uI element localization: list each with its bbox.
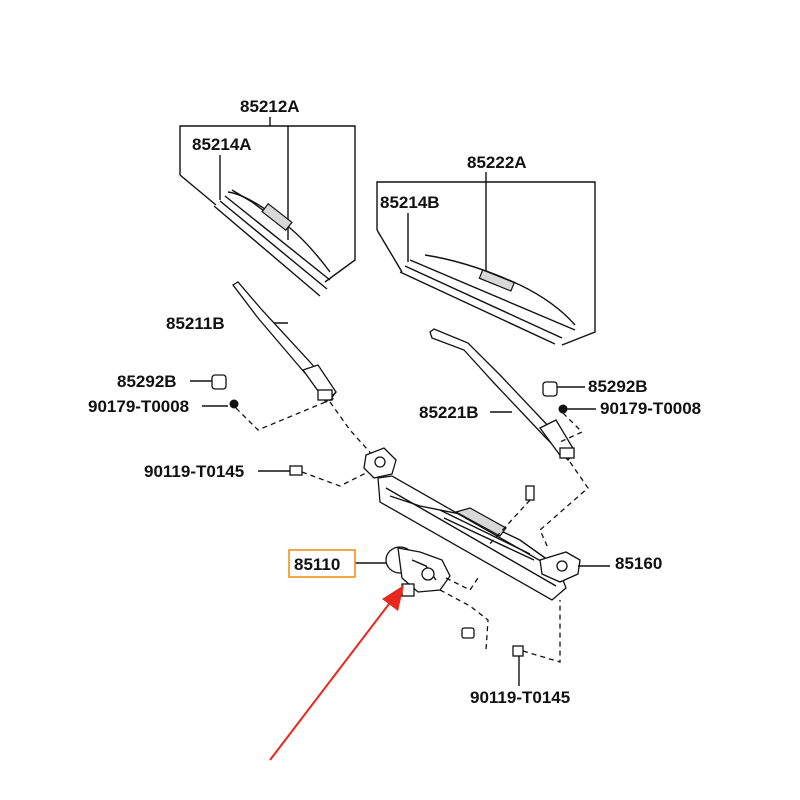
label-85292B-right: 85292B	[588, 377, 648, 396]
linkage-assembly	[363, 447, 610, 601]
blade-right-group	[376, 172, 596, 346]
wiper-arm-right	[429, 328, 575, 461]
label-90119-bottom: 90119-T0145	[470, 688, 570, 707]
label-85212A: 85212A	[240, 97, 300, 116]
bolt-bottom	[512, 600, 561, 686]
bolt-left	[258, 465, 373, 487]
label-85214B: 85214B	[380, 193, 440, 212]
pointer-arrow	[269, 585, 404, 761]
label-85160: 85160	[615, 554, 662, 573]
label-90179-right: 90179-T0008	[600, 399, 701, 418]
label-85221B: 85221B	[419, 403, 479, 422]
label-90179-left: 90179-T0008	[88, 397, 189, 416]
label-85110: 85110	[294, 555, 340, 574]
label-85214A: 85214A	[192, 135, 252, 154]
label-85222A: 85222A	[467, 153, 527, 172]
label-85292B-left: 85292B	[117, 372, 177, 391]
wiper-motor	[355, 546, 489, 651]
label-90119-left: 90119-T0145	[144, 462, 244, 481]
label-85211B: 85211B	[166, 314, 225, 333]
cap-nut-left	[190, 374, 376, 459]
cap-nut-right	[539, 381, 596, 549]
highlight-box	[288, 549, 356, 578]
wiper-arm-left	[232, 281, 337, 404]
blade-left-group	[179, 117, 356, 297]
